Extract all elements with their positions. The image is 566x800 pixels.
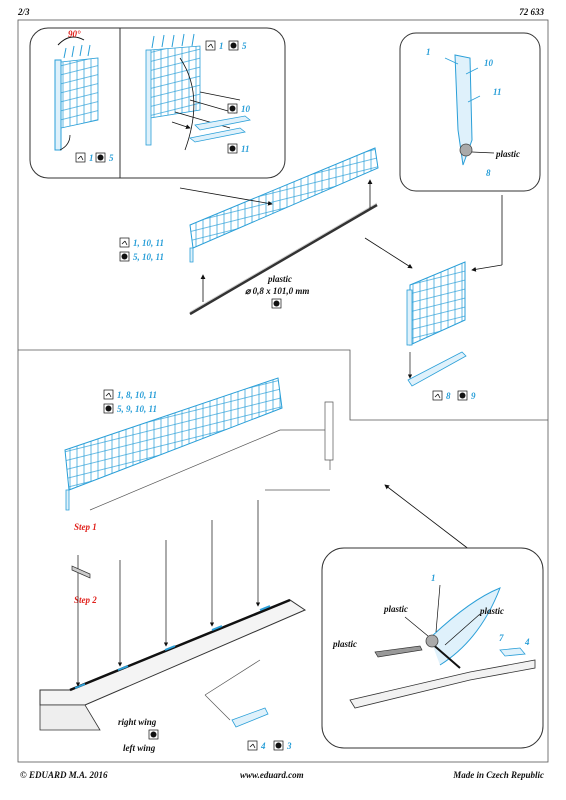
footer-website: www.eduard.com (240, 770, 304, 780)
part-10-label: 10 (484, 58, 494, 68)
step-2-label: Step 2 (74, 595, 97, 605)
cs-plastic-c: plastic (332, 639, 357, 649)
footer-copyright: © EDUARD M.A. 2016 (20, 770, 108, 780)
detail-box-top-right: 1 10 11 plastic 8 (399, 32, 541, 192)
slats-fold-num: 5 (242, 41, 247, 51)
slats-detail: 1 5 10 11 (145, 33, 251, 154)
upper-bend-icon (119, 237, 130, 248)
cs-part-4: 4 (524, 637, 530, 647)
cross-section-detail: 1 plastic plastic plastic 7 4 (321, 547, 544, 749)
lower-fold-nums: 5, 9, 10, 11 (117, 404, 157, 414)
part-11-label: 11 (493, 87, 502, 97)
left-wing-label: left wing (123, 743, 156, 753)
strip-bend-num: 4 (260, 741, 266, 751)
detail-box-top-left: 90° 1 5 1 5 10 (29, 27, 286, 179)
page-frame (17, 19, 549, 763)
slats-bend-num: 1 (219, 41, 224, 51)
side-detail: 8 9 (406, 195, 503, 401)
slats-fold10-num: 10 (241, 104, 251, 114)
side-fold-num: 9 (471, 391, 476, 401)
strip-fold-num: 3 (286, 741, 292, 751)
wing-part (39, 599, 307, 706)
section-divider (18, 349, 548, 421)
part-1-label: 1 (426, 47, 431, 57)
cs-part-1: 1 (431, 573, 436, 583)
bend-icon (75, 152, 86, 163)
strip-bend-icon (247, 740, 258, 751)
side-bend-num: 8 (446, 391, 451, 401)
plastic-rod (189, 203, 378, 316)
angle-bend-num: 1 (89, 153, 94, 163)
part-8-label: 8 (486, 168, 491, 178)
product-code: 72 633 (519, 7, 544, 17)
cs-plastic-b: plastic (479, 606, 504, 616)
lower-assembly: 1, 8, 10, 11 5, 9, 10, 11 Step 1 Step 2 … (39, 377, 471, 753)
upper-assembly: 1, 10, 11 5, 10, 11 plastic ⌀ 0,8 x 101,… (119, 147, 413, 316)
side-bend-icon (432, 390, 443, 401)
step-1-label: Step 1 (74, 522, 97, 532)
cs-plastic-a: plastic (383, 604, 408, 614)
lower-bend-icon (103, 389, 114, 400)
rod-dimension: ⌀ 0,8 x 101,0 mm (245, 286, 309, 296)
angle-fold-num: 5 (109, 153, 114, 163)
angle-detail: 90° 1 5 (54, 29, 114, 163)
footer-origin: Made in Czech Republic (453, 770, 544, 780)
rod-label: plastic (267, 274, 292, 284)
slats-bend-icon (205, 40, 216, 51)
right-wing-label: right wing (118, 717, 157, 727)
upper-bend-nums: 1, 10, 11 (133, 238, 164, 248)
upper-fold-nums: 5, 10, 11 (133, 252, 164, 262)
lower-bend-nums: 1, 8, 10, 11 (117, 390, 157, 400)
plastic-label: plastic (495, 149, 520, 159)
angle-label: 90° (68, 29, 81, 39)
cs-part-7: 7 (499, 633, 504, 643)
page-number: 2/3 (18, 7, 30, 17)
slats-fold11-num: 11 (241, 144, 250, 154)
